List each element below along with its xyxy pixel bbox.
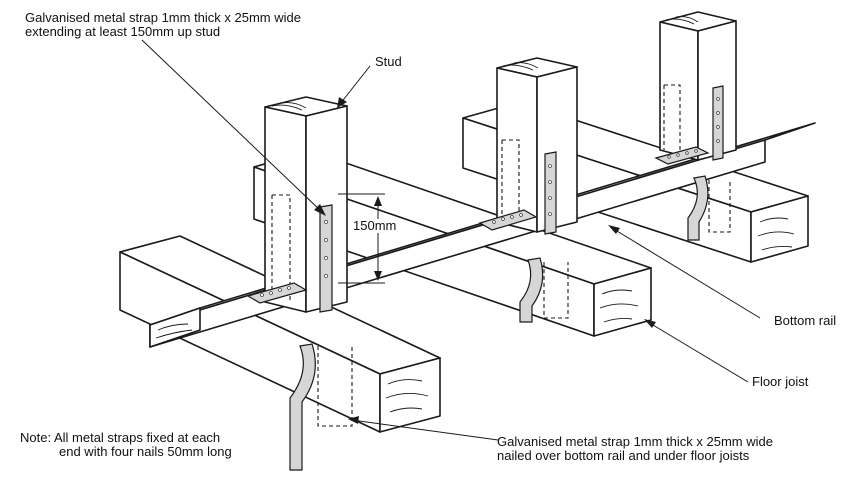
- stud-middle: [496, 57, 578, 233]
- label-strap-top-line1: Galvanised metal strap 1mm thick x 25mm …: [25, 10, 301, 25]
- label-note: Note: All metal straps fixed at each end…: [20, 431, 232, 459]
- label-strap-bottom-line2: nailed over bottom rail and under floor …: [497, 448, 750, 463]
- label-strap-bottom: Galvanised metal strap 1mm thick x 25mm …: [497, 435, 773, 463]
- stud-front: [264, 96, 348, 313]
- stud-back: [659, 11, 737, 161]
- label-dimension: 150mm: [352, 218, 398, 233]
- strap-under-joist-front: [289, 343, 353, 471]
- label-floor-joist: Floor joist: [752, 374, 809, 389]
- strap-under-joist-back: [687, 175, 731, 241]
- label-note-line1: Note: All metal straps fixed at each: [20, 430, 221, 445]
- label-note-line2: end with four nails 50mm long: [59, 444, 232, 459]
- strap-vertical-back: [712, 85, 724, 161]
- label-stud: Stud: [375, 54, 402, 69]
- leader-lines: [141, 39, 761, 441]
- label-strap-bottom-line1: Galvanised metal strap 1mm thick x 25mm …: [497, 434, 773, 449]
- strap-under-joist-middle: [519, 257, 569, 323]
- label-bottom-rail: Bottom rail: [774, 313, 837, 328]
- strap-rail-middle: [478, 209, 538, 231]
- strap-vertical-front: [319, 204, 333, 313]
- strap-rail-back: [654, 146, 710, 165]
- strap-rail-front: [246, 282, 308, 304]
- label-strap-top: Galvanised metal strap 1mm thick x 25mm …: [25, 11, 301, 39]
- dimension-150mm: [338, 193, 385, 284]
- label-strap-top-line2: extending at least 150mm up stud: [25, 24, 221, 39]
- strap-vertical-middle: [544, 151, 557, 235]
